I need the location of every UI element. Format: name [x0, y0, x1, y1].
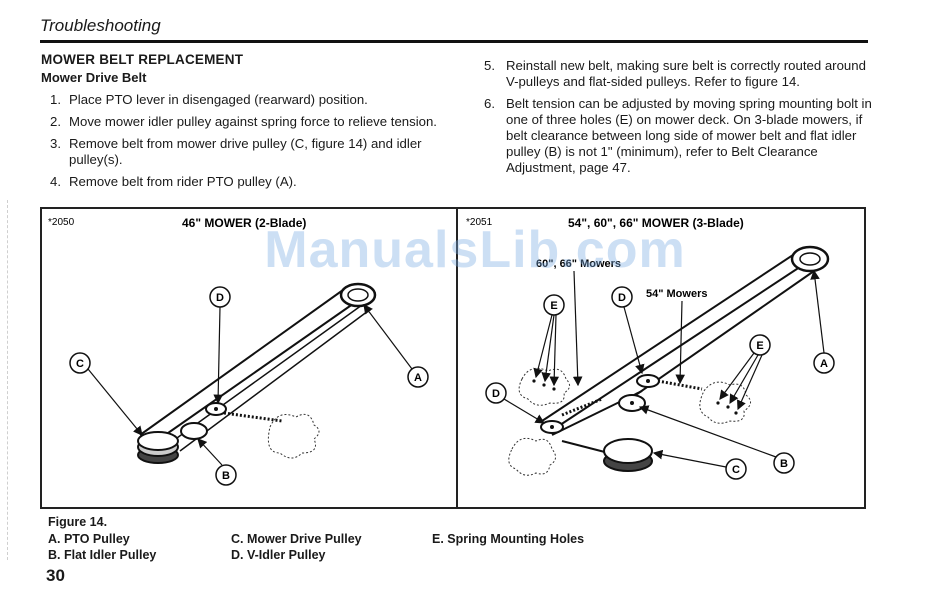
- steps-list-left: 1. Place PTO lever in disengaged (rearwar…: [41, 92, 451, 190]
- step-number: 2.: [50, 114, 61, 129]
- step-text: Remove belt from rider PTO pulley (A).: [69, 174, 297, 189]
- note-54-mowers: 54" Mowers: [646, 288, 707, 300]
- callout-e-right-2: E: [719, 334, 771, 411]
- v-idler-pulley-left: [205, 402, 283, 423]
- callout-b-left: B: [197, 438, 237, 486]
- svg-text:A: A: [414, 372, 422, 384]
- legend-item-e: E. Spring Mounting Holes: [432, 532, 585, 546]
- step-text: Reinstall new belt, making sure belt is …: [506, 58, 866, 89]
- page-header-title: Troubleshooting: [40, 16, 161, 35]
- belt-right: [541, 248, 815, 460]
- header-rule: [40, 40, 868, 43]
- margin-guide: [7, 200, 9, 560]
- step-item: 1. Place PTO lever in disengaged (rearwar…: [41, 92, 451, 108]
- step-item: 5. Reinstall new belt, making sure belt i…: [484, 58, 874, 90]
- belt-diagram: *2050 46" MOWER (2-Blade): [48, 216, 835, 486]
- page-number: 30: [46, 566, 65, 585]
- svg-text:D: D: [492, 388, 500, 400]
- svg-text:B: B: [222, 470, 230, 482]
- legend-item-b: B. Flat Idler Pulley: [48, 548, 157, 562]
- callout-c-left: C: [69, 352, 143, 436]
- step-text: Move mower idler pulley against spring f…: [69, 114, 437, 129]
- callout-d-left: D: [209, 286, 231, 405]
- legend-item-c: C. Mower Drive Pulley: [231, 532, 362, 546]
- step-number: 6.: [484, 96, 495, 111]
- step-item: 2. Move mower idler pulley against spring…: [41, 114, 451, 130]
- step-number: 1.: [50, 92, 61, 107]
- figure-code-left: *2050: [48, 217, 75, 228]
- step-text: Remove belt from mower drive pulley (C, …: [69, 136, 422, 167]
- step-item: 3. Remove belt from mower drive pulley (C…: [41, 136, 451, 168]
- v-idler-pulley-right-lower: [540, 397, 603, 434]
- svg-text:C: C: [76, 358, 84, 370]
- legend-column-3: E. Spring Mounting Holes: [432, 531, 584, 547]
- step-item: 4. Remove belt from rider PTO pulley (A).: [41, 174, 451, 190]
- pto-pulley-left: [339, 282, 377, 308]
- svg-text:B: B: [780, 458, 788, 470]
- figure-caption: Figure 14.: [48, 515, 108, 529]
- pto-pulley-right: [790, 245, 830, 273]
- spring-holes-right: [532, 379, 738, 415]
- callout-c-right: C: [652, 449, 747, 480]
- svg-text:C: C: [732, 464, 740, 476]
- svg-text:A: A: [820, 358, 828, 370]
- figure-title-right: 54", 60", 66" MOWER (3-Blade): [568, 216, 744, 230]
- svg-text:D: D: [216, 292, 224, 304]
- callout-a-right: A: [810, 269, 835, 374]
- flat-idler-pulley-left: [180, 422, 208, 440]
- deck-shape-right: [508, 437, 556, 476]
- spring-mounting-area-right-1: [518, 367, 570, 406]
- mower-drive-pulley-right: [603, 438, 653, 472]
- left-column: MOWER BELT REPLACEMENT Mower Drive Belt …: [41, 52, 451, 196]
- callout-a-left: A: [363, 304, 429, 388]
- callout-e-right-1: E: [533, 294, 565, 387]
- spring-mounting-area-right-2: [699, 381, 751, 424]
- figure-title-left: 46" MOWER (2-Blade): [182, 216, 306, 230]
- note-60-66-mowers: 60", 66" Mowers: [536, 258, 621, 270]
- legend-item-d: D. V-Idler Pulley: [231, 548, 326, 562]
- figure-divider: [456, 209, 458, 507]
- callout-d-right-lower: D: [485, 382, 546, 424]
- legend-column-2: C. Mower Drive Pulley D. V-Idler Pulley: [231, 531, 362, 563]
- v-idler-pulley-right-upper: [636, 374, 703, 391]
- step-item: 6. Belt tension can be adjusted by moving…: [484, 96, 874, 176]
- step-text: Belt tension can be adjusted by moving s…: [506, 96, 872, 175]
- figure-14: *2050 46" MOWER (2-Blade): [40, 207, 866, 509]
- figure-code-right: *2051: [466, 217, 493, 228]
- right-column: 5. Reinstall new belt, making sure belt i…: [484, 58, 874, 182]
- section-title: MOWER BELT REPLACEMENT: [41, 52, 244, 67]
- callout-b-right: B: [638, 405, 795, 474]
- steps-list-right: 5. Reinstall new belt, making sure belt i…: [484, 58, 874, 176]
- flat-idler-pulley-right: [618, 394, 646, 412]
- spring-mounting-area-left: [267, 413, 320, 459]
- legend-item-a: A. PTO Pulley: [48, 532, 130, 546]
- callout-d-right-upper: D: [611, 286, 645, 375]
- step-number: 3.: [50, 136, 61, 151]
- leader-54: [675, 300, 686, 385]
- step-number: 5.: [484, 58, 495, 73]
- step-text: Place PTO lever in disengaged (rearward)…: [69, 92, 368, 107]
- step-number: 4.: [50, 174, 61, 189]
- belt-left: [139, 284, 369, 452]
- section-subtitle: Mower Drive Belt: [41, 70, 147, 85]
- mower-drive-pulley-left: [137, 431, 179, 464]
- svg-text:E: E: [550, 300, 557, 312]
- svg-text:D: D: [618, 292, 626, 304]
- leader-60-66: [572, 270, 583, 387]
- legend-column-1: A. PTO Pulley B. Flat Idler Pulley: [48, 531, 156, 563]
- svg-text:E: E: [756, 340, 763, 352]
